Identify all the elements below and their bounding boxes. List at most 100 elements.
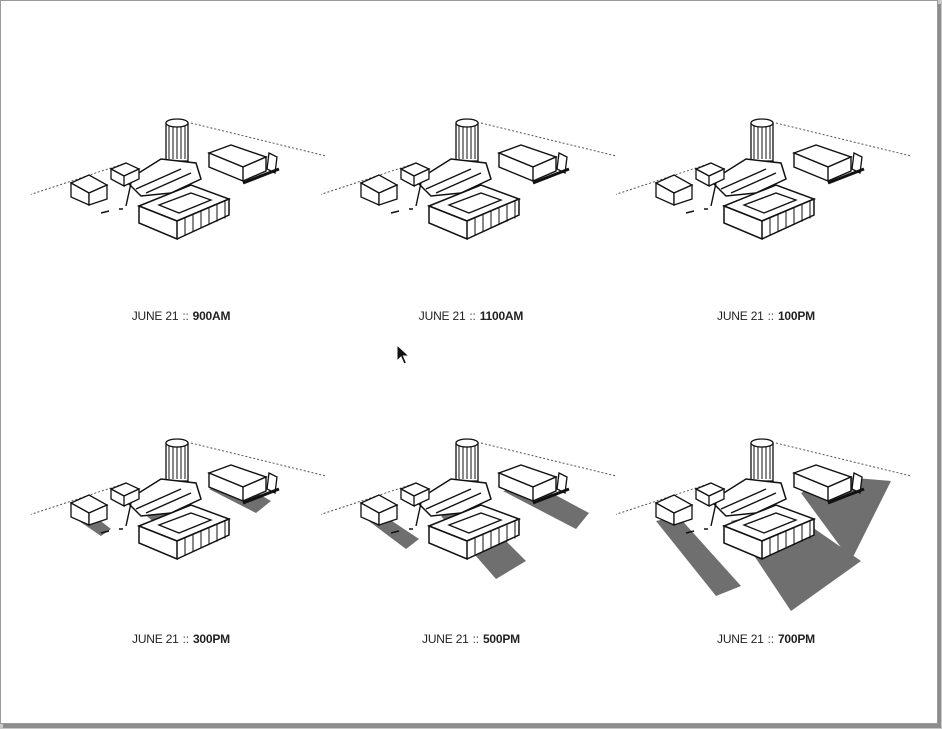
caption-separator: :: [767,309,774,323]
right-building-sides [208,151,267,183]
building-box-front [673,503,693,526]
shadow-study-panel-1: JUNE 21::900AM [31,101,331,381]
right-annex [851,472,863,494]
lower-building-court [742,192,798,214]
site-furniture [685,528,708,534]
caption-time: 100PM [777,309,815,323]
site-furniture [100,528,123,534]
massing-model-2 [321,118,617,241]
lower-building-sides [723,517,815,561]
lower-building-court [742,512,798,534]
tower-crown [165,118,189,128]
massing-model-6 [616,438,912,611]
right-base-edge [242,487,280,505]
caption-separator: :: [182,309,189,323]
caption-time: 900AM [192,309,231,323]
lower-building-sides [138,517,230,561]
lower-building-sides [138,197,230,241]
site-furniture [100,208,123,214]
caption-date: JUNE 21 [418,309,466,323]
central-mass-detail [710,168,777,207]
tower-crown [750,438,774,448]
lower-building-court [447,192,503,214]
tower-crown [750,118,774,128]
site-furniture [390,528,413,534]
massing-model-4 [31,438,327,561]
site-boundary-line [31,442,327,515]
tower-crown [455,438,479,448]
caption-date: JUNE 21 [717,309,764,323]
building-box-front [88,503,108,526]
lower-building-court [447,512,503,534]
shadow-study-panel-6: JUNE 21::700PM [616,421,916,701]
caption-time: 300PM [192,632,230,646]
central-mass-detail [125,488,192,527]
central-mass-detail [710,488,777,527]
site-boundary-line [616,442,912,515]
panel-caption-6: JUNE 21::700PM [616,632,916,646]
caption-separator: :: [472,632,479,646]
caption-date: JUNE 21 [422,632,469,646]
cast-shadow [656,516,741,596]
central-mass-detail [415,488,482,527]
right-base-edge [827,167,865,185]
building-box-front [88,183,108,206]
right-annex [556,472,568,494]
panel-caption-1: JUNE 21::900AM [31,309,331,323]
small-block-sides [110,487,140,508]
shadow-study-panel-4: JUNE 21::300PM [31,421,331,701]
caption-time: 700PM [777,632,815,646]
site-furniture [390,208,413,214]
central-mass-detail [125,168,192,207]
massing-model-1 [31,118,327,241]
right-base-edge [532,167,570,185]
panel-caption-4: JUNE 21::300PM [31,632,331,646]
small-block-sides [110,167,140,188]
building-box-front [378,503,398,526]
caption-time: 1100AM [479,309,524,323]
small-block-sides [695,487,725,508]
small-block-sides [400,487,430,508]
panel-caption-3: JUNE 21::100PM [616,309,916,323]
massing-model-3 [616,118,912,241]
caption-date: JUNE 21 [131,309,179,323]
building-box-front [673,183,693,206]
caption-date: JUNE 21 [132,632,179,646]
right-base-edge [532,487,570,505]
shadow-study-panel-3: JUNE 21::100PM [616,101,916,381]
site-boundary-line [31,122,327,195]
shadow-study-panel-5: JUNE 21::500PM [321,421,621,701]
massing-model-5 [321,438,617,579]
panel-caption-2: JUNE 21::1100AM [321,309,621,323]
right-annex [266,472,278,494]
right-building-sides [793,151,852,183]
right-base-edge [242,167,280,185]
shadow-study-panel-2: JUNE 21::1100AM [321,101,621,381]
site-boundary-line [321,122,617,195]
site-furniture [685,208,708,214]
lower-building-court [157,192,213,214]
caption-time: 500PM [482,632,520,646]
panel-caption-5: JUNE 21::500PM [321,632,621,646]
caption-separator: :: [182,632,189,646]
site-boundary-line [321,442,617,515]
cursor-arrow-icon [396,344,410,365]
caption-separator: :: [767,632,774,646]
tower-crown [455,118,479,128]
right-base-edge [827,487,865,505]
lower-building-sides [428,197,520,241]
site-boundary-line [616,122,912,195]
caption-date: JUNE 21 [717,632,764,646]
caption-separator: :: [469,309,476,323]
small-block-sides [400,167,430,188]
right-building-sides [208,471,267,503]
right-building-sides [498,151,557,183]
small-block-sides [695,167,725,188]
lower-building-court [157,512,213,534]
right-annex [556,152,568,174]
right-building-sides [793,471,852,503]
lower-building-sides [723,197,815,241]
building-box-front [378,183,398,206]
right-annex [851,152,863,174]
